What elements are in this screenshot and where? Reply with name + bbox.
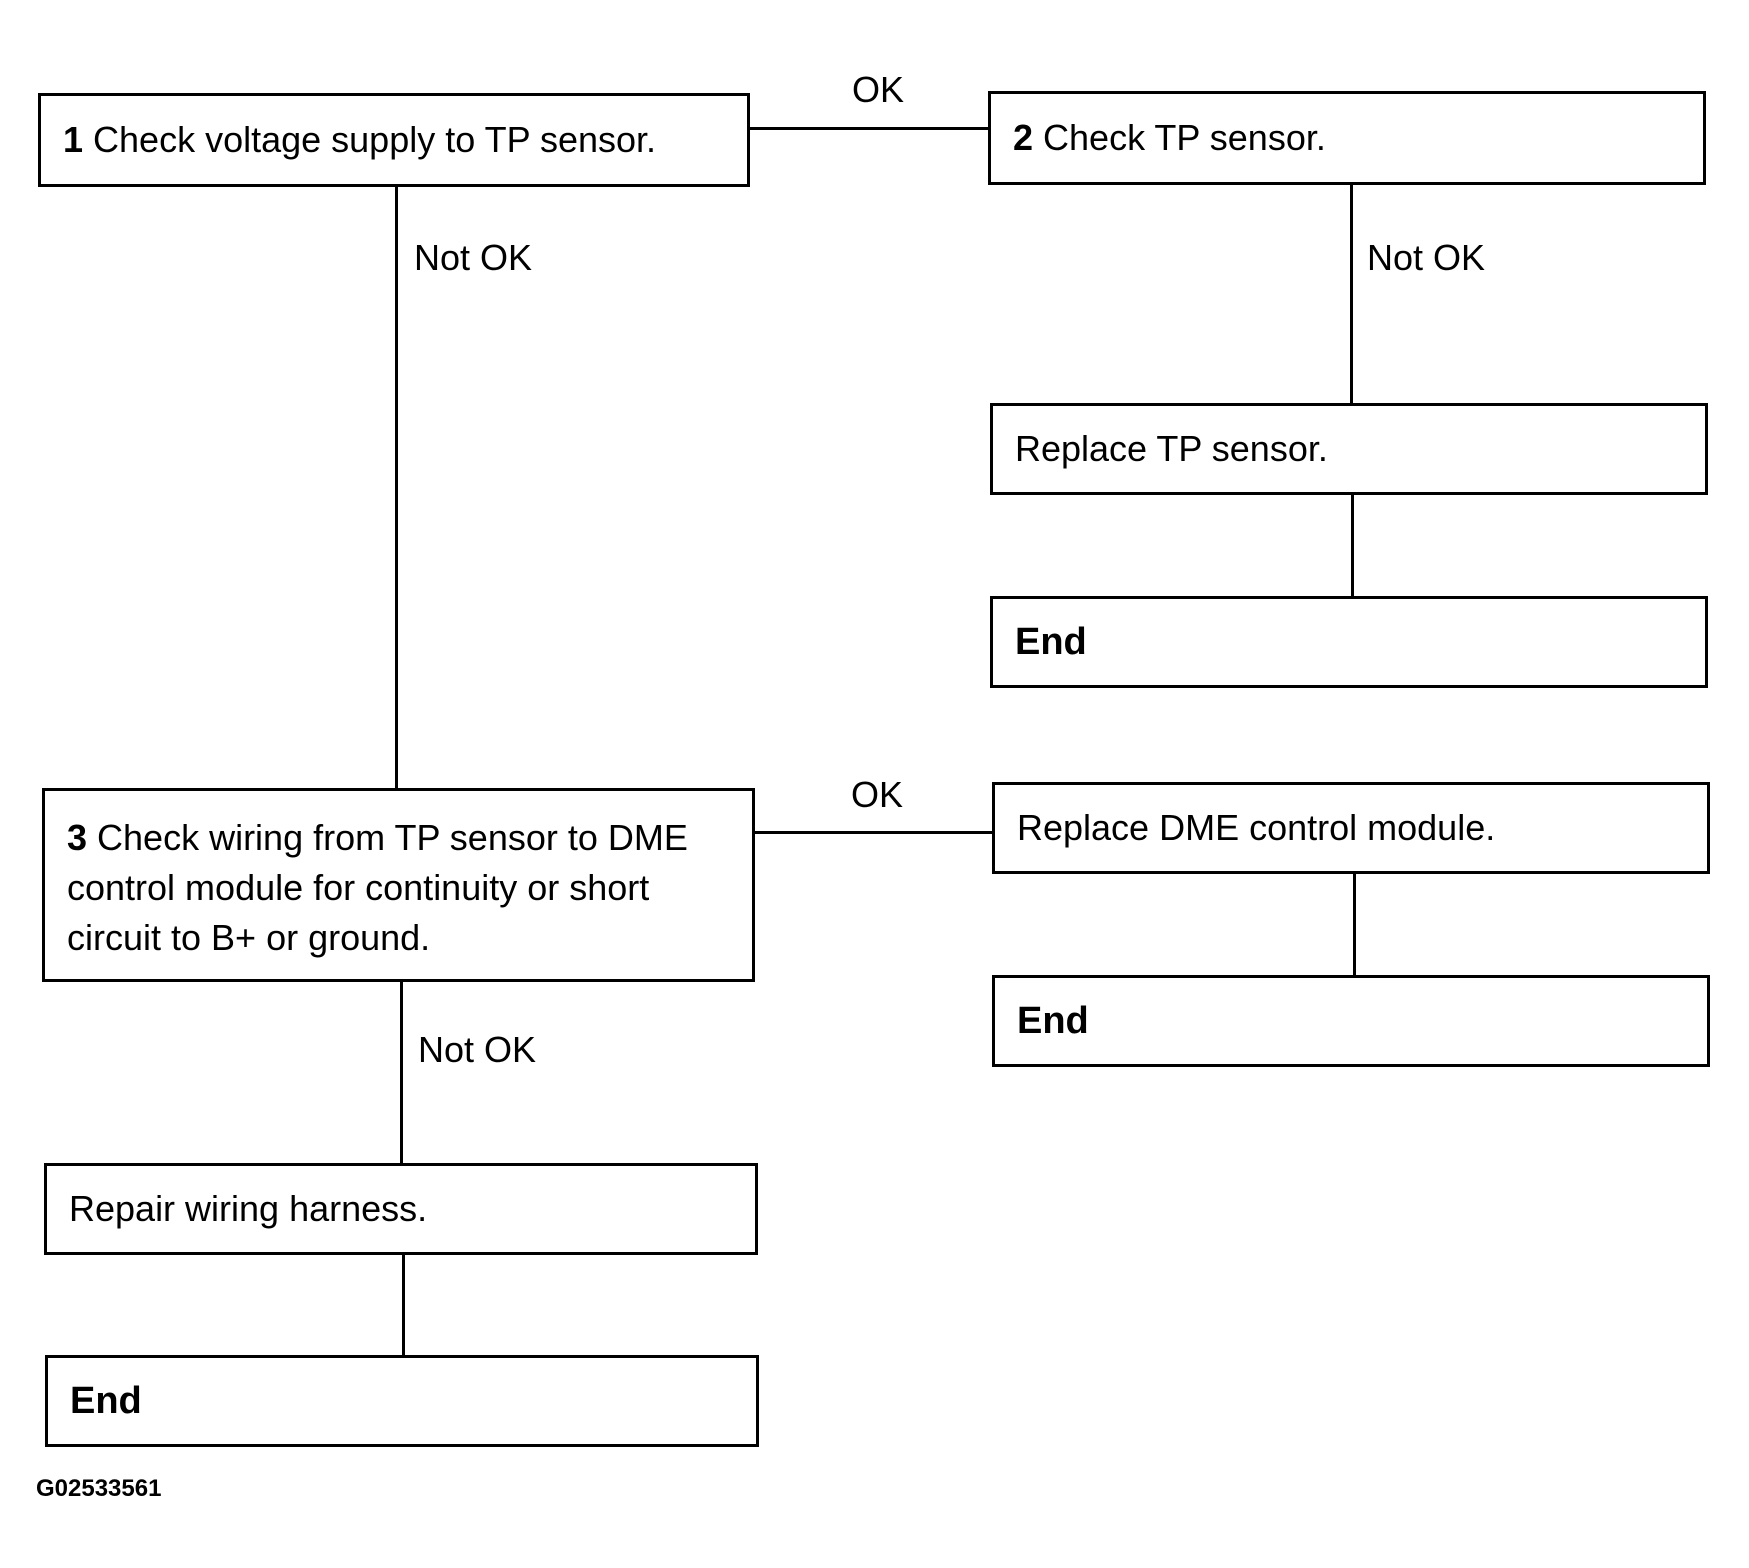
step-number: 3 (67, 817, 88, 858)
edge-label-not-ok: Not OK (418, 1029, 537, 1070)
action-text: Replace TP sensor. (1015, 428, 1328, 469)
end-text: End (1017, 1000, 1089, 1042)
step-text: Check voltage supply to TP sensor. (93, 119, 657, 160)
action-text: Repair wiring harness. (69, 1188, 428, 1229)
step-3-text: Check wiring from TP sensor to DME contr… (67, 817, 688, 958)
replace-tp-sensor-box: Replace TP sensor. (990, 403, 1708, 495)
edge-label-ok: OK (851, 774, 904, 815)
end-box: End (45, 1355, 759, 1447)
connector-repair-end (402, 1253, 405, 1357)
end-box: End (992, 975, 1710, 1067)
figure-code: G02533561 (36, 1475, 162, 1502)
end-text: End (1015, 621, 1087, 663)
connector-step3-repair (400, 980, 403, 1165)
connector-step2-replace-tp (1350, 185, 1353, 405)
edge-label-ok: OK (852, 69, 905, 110)
repair-wiring-harness-box: Repair wiring harness. (44, 1163, 758, 1255)
step-number: 2 (1013, 117, 1034, 158)
step-number: 1 (63, 119, 84, 160)
end-text: End (70, 1380, 142, 1422)
replace-dme-module-box: Replace DME control module. (992, 782, 1710, 874)
connector-replace-dme-end (1353, 872, 1356, 976)
edge-label-not-ok: Not OK (414, 237, 533, 278)
connector-step1-step2 (750, 127, 990, 130)
connector-step1-step3 (395, 185, 398, 790)
step-2-box: 2 Check TP sensor. (988, 91, 1706, 185)
connector-step3-replace-dme (755, 831, 992, 834)
edge-label-not-ok: Not OK (1367, 237, 1486, 278)
connector-replace-tp-end (1351, 493, 1354, 597)
step-1-box: 1 Check voltage supply to TP sensor. (38, 93, 750, 187)
action-text: Replace DME control module. (1017, 807, 1496, 848)
step-text: Check TP sensor. (1043, 117, 1326, 158)
end-box: End (990, 596, 1708, 688)
